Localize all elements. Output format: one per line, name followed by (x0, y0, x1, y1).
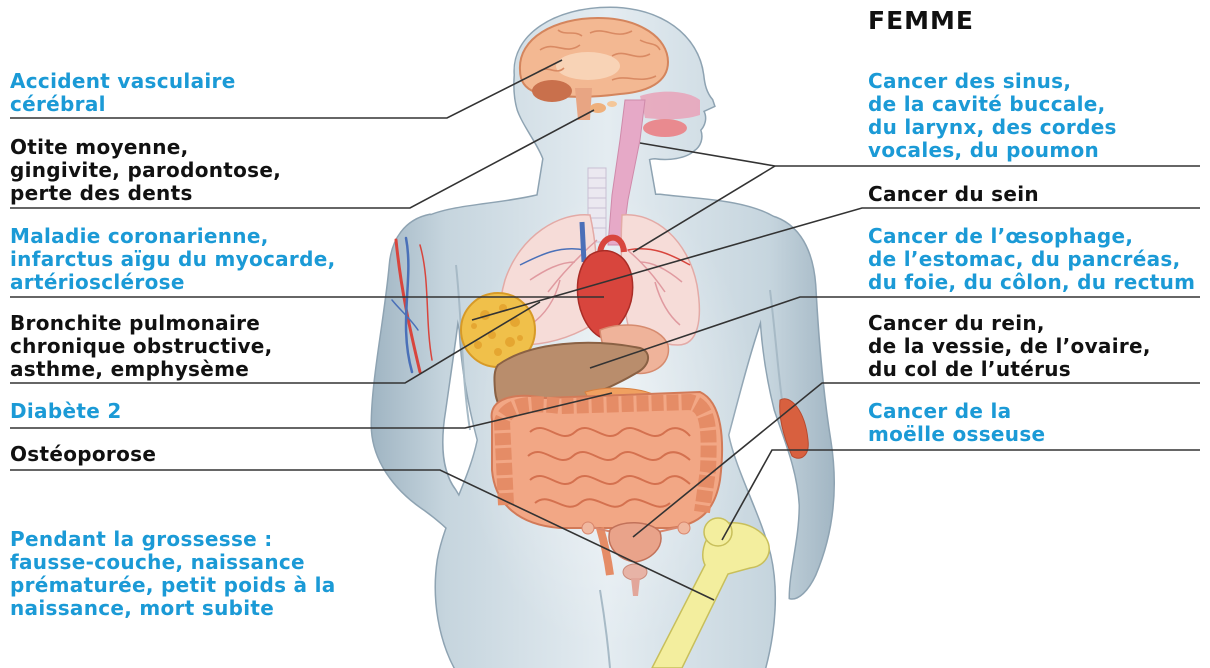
label-marrow-cancer: Cancer de la moëlle osseuse (868, 400, 1045, 446)
label-line: Cancer du sein (868, 183, 1039, 206)
label-line: Otite moyenne, (10, 136, 281, 159)
label-line: Cancer des sinus, (868, 70, 1117, 93)
label-line: Accident vasculaire (10, 70, 236, 93)
label-line: cérébral (10, 93, 236, 116)
label-line: fausse-couche, naissance (10, 551, 336, 574)
label-line: du larynx, des cordes (868, 116, 1117, 139)
label-kidney-cancer: Cancer du rein, de la vessie, de l’ovair… (868, 312, 1151, 381)
label-digestive-cancer: Cancer de l’œsophage, de l’estomac, du p… (868, 225, 1195, 294)
label-line: Ostéoporose (10, 443, 156, 466)
label-line: Diabète 2 (10, 400, 122, 423)
label-line: du col de l’utérus (868, 358, 1151, 381)
label-breast-cancer: Cancer du sein (868, 183, 1039, 206)
label-line: Cancer de l’œsophage, (868, 225, 1195, 248)
label-ear-teeth: Otite moyenne, gingivite, parodontose, p… (10, 136, 281, 205)
label-line: Maladie coronarienne, (10, 225, 335, 248)
diagram-title: FEMME (868, 6, 974, 36)
label-line: vocales, du poumon (868, 139, 1117, 162)
label-osteoporosis: Ostéoporose (10, 443, 156, 466)
label-line: Cancer de la (868, 400, 1045, 423)
label-line: chronique obstructive, (10, 335, 273, 358)
label-line: de la vessie, de l’ovaire, (868, 335, 1151, 358)
label-diabetes: Diabète 2 (10, 400, 122, 423)
label-line: gingivite, parodontose, (10, 159, 281, 182)
label-line: asthme, emphysème (10, 358, 273, 381)
label-coronary: Maladie coronarienne, infarctus aïgu du … (10, 225, 335, 294)
label-stroke: Accident vasculaire cérébral (10, 70, 236, 116)
label-line: infarctus aïgu du myocarde, (10, 248, 335, 271)
label-line: prématurée, petit poids à la (10, 574, 336, 597)
label-line: moëlle osseuse (868, 423, 1045, 446)
label-line: de l’estomac, du pancréas, (868, 248, 1195, 271)
label-line: de la cavité buccale, (868, 93, 1117, 116)
label-line: Bronchite pulmonaire (10, 312, 273, 335)
label-pregnancy: Pendant la grossesse : fausse-couche, na… (10, 528, 336, 620)
label-line: du foie, du côlon, du rectum (868, 271, 1195, 294)
label-line: naissance, mort subite (10, 597, 336, 620)
label-line: Pendant la grossesse : (10, 528, 336, 551)
label-bronchitis: Bronchite pulmonaire chronique obstructi… (10, 312, 273, 381)
label-sinus-cancer: Cancer des sinus, de la cavité buccale, … (868, 70, 1117, 162)
label-line: artériosclérose (10, 271, 335, 294)
label-line: Cancer du rein, (868, 312, 1151, 335)
label-line: perte des dents (10, 182, 281, 205)
